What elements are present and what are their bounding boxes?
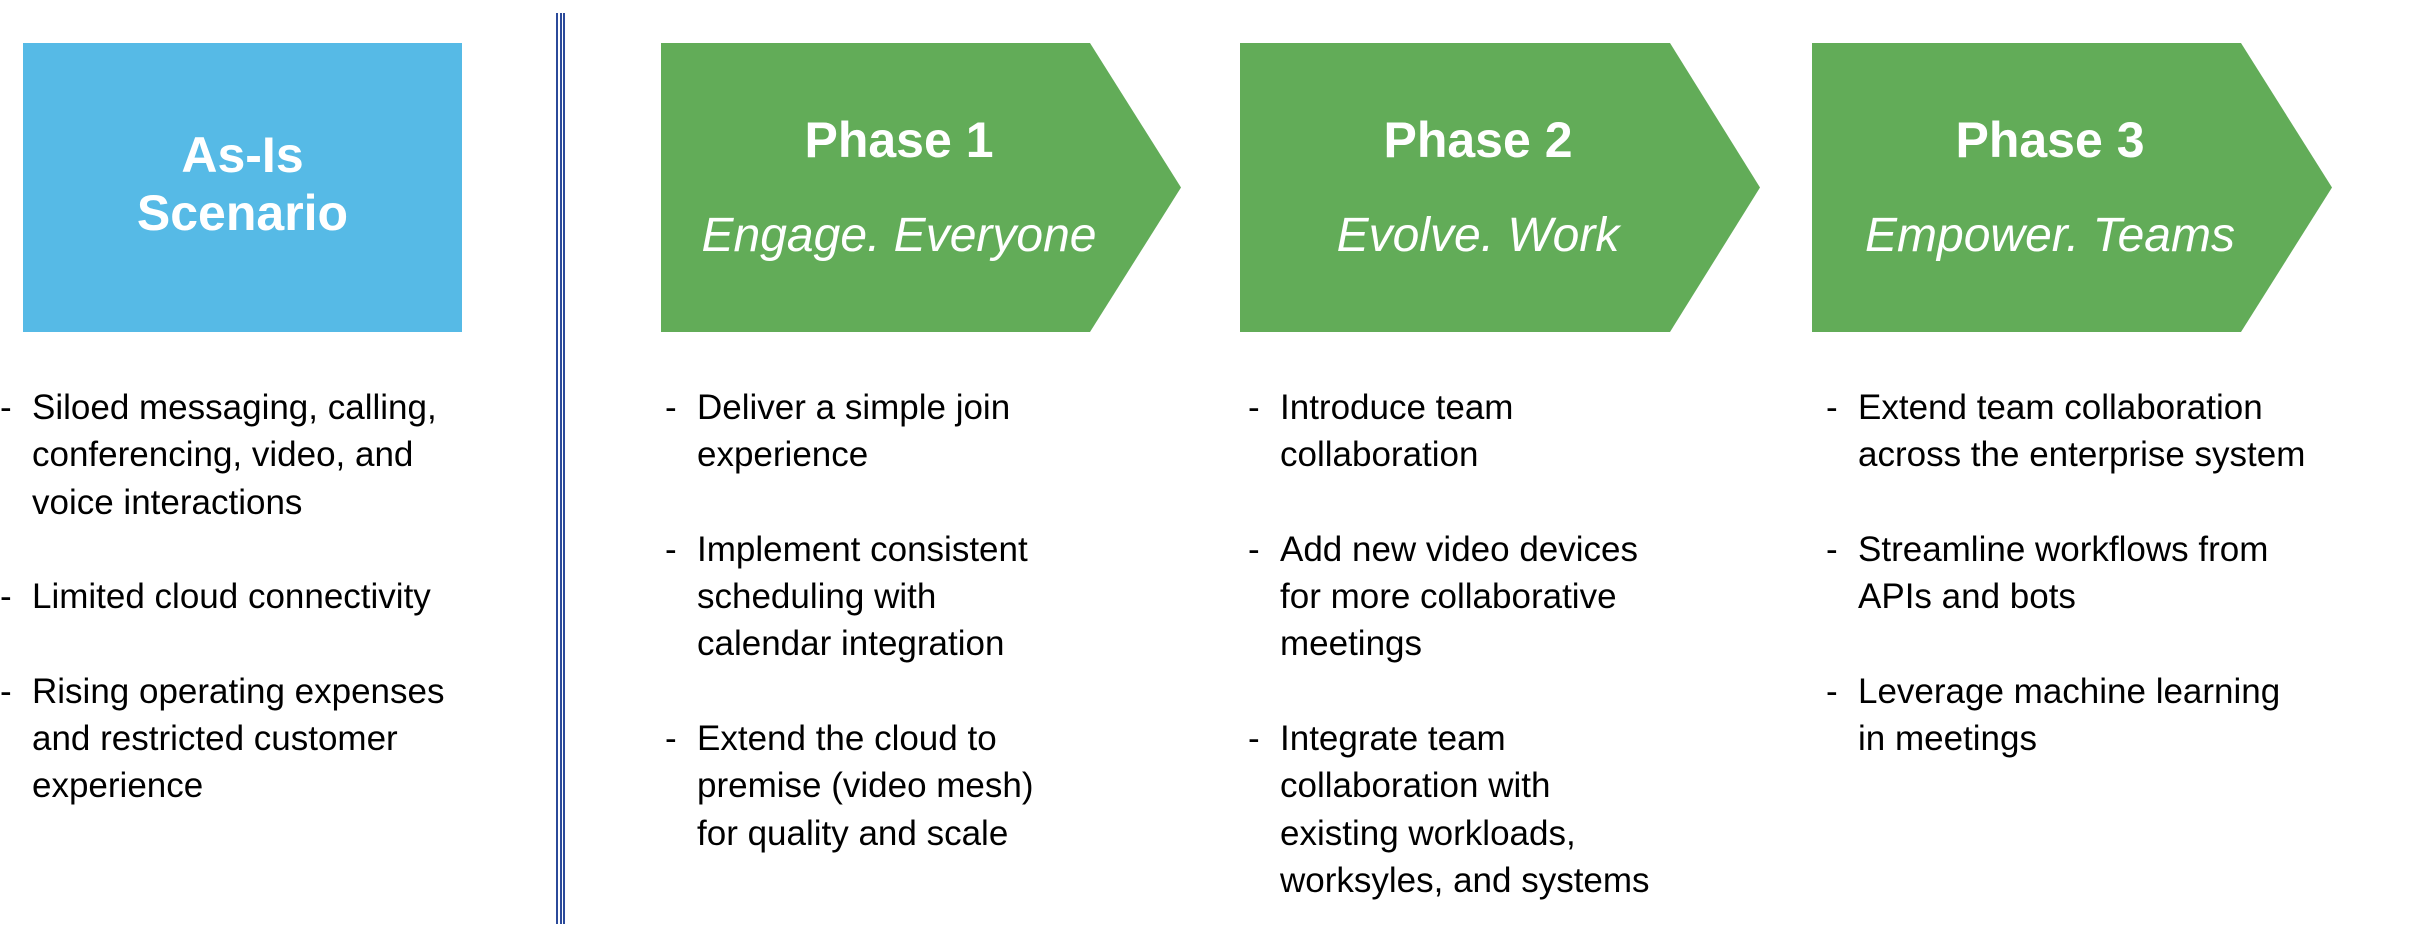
bullet-text-line: collaboration: [1280, 435, 1479, 475]
bullet-item: -Leverage machine learning in meetings: [1826, 668, 2305, 763]
bullet-text-line: experience: [32, 766, 204, 806]
bullet-dash: -: [1248, 388, 1260, 427]
bullet-dash: -: [0, 671, 12, 711]
bullet-dash: -: [1826, 388, 1838, 427]
bullet-text-line: Add new video devices: [1280, 529, 1638, 569]
as-is-title-line: As-Is: [181, 126, 304, 183]
bullet-text-line: meetings: [1280, 624, 1423, 664]
bullet-item: -Introduce team collaboration: [1248, 384, 1650, 479]
phase-1-chevron: Phase 1 Engage. Everyone: [661, 43, 1181, 332]
bullet-text-line: Limited cloud connectivity: [32, 577, 431, 617]
bullet-dash: -: [0, 577, 12, 617]
bullet-text-line: premise (video mesh): [697, 766, 1034, 806]
phase-3-title: Phase 3: [1955, 111, 2145, 168]
phase-3-subtitle: Empower. Teams: [1865, 208, 2235, 262]
bullet-text-line: Introduce team: [1280, 388, 1514, 427]
bullet-text-line: collaboration with: [1280, 766, 1551, 806]
bullet-text-line: APIs and bots: [1858, 577, 2076, 617]
chevron-arrow-shape: [1240, 43, 1760, 332]
as-is-bullet-list: -Siloed messaging, calling,conferencing,…: [0, 384, 444, 857]
bullet-item: -Add new video devices for more collabora…: [1248, 526, 1650, 668]
bullet-text-line: Deliver a simple join: [697, 388, 1011, 427]
bullet-item: -Implement consistent scheduling with cale…: [665, 526, 1034, 668]
phase-3-chevron: Phase 3 Empower. Teams: [1812, 43, 2332, 332]
bullet-text-line: Integrate team: [1280, 719, 1506, 759]
bullet-text-line: and restricted customer: [32, 719, 398, 759]
bullet-text-line: calendar integration: [697, 624, 1005, 664]
bullet-dash: -: [1826, 671, 1838, 711]
phase-1-title: Phase 1: [804, 111, 994, 168]
bullet-dash: -: [665, 388, 677, 427]
bullet-text-line: across the enterprise system: [1858, 435, 2306, 475]
bullet-text-line: worksyles, and systems: [1280, 860, 1650, 900]
bullet-text-line: Extend team collaboration: [1858, 388, 2263, 427]
bullet-text-line: for more collaborative: [1280, 577, 1617, 617]
bullet-text-line: Siloed messaging, calling,: [32, 388, 437, 427]
vertical-divider: [556, 13, 565, 924]
bullet-text-line: Rising operating expenses: [32, 671, 445, 711]
bullet-dash: -: [1826, 529, 1838, 569]
bullet-text-line: scheduling with: [697, 577, 937, 617]
bullet-text-line: voice interactions: [32, 482, 303, 522]
bullet-dash: -: [0, 388, 12, 427]
bullet-item: -Extend team collaboration across the ent…: [1826, 384, 2305, 479]
bullet-text-line: Implement consistent: [697, 529, 1028, 569]
bullet-dash: -: [1248, 719, 1260, 759]
bullet-item: -Deliver a simple join experience: [665, 384, 1034, 479]
bullet-item: -Extend the cloud to premise (video mesh)…: [665, 715, 1034, 857]
phase-2-chevron: Phase 2 Evolve. Work: [1240, 43, 1760, 332]
bullet-text-line: Leverage machine learning: [1858, 671, 2281, 711]
as-is-scenario-box: As-Is Scenario: [23, 43, 462, 332]
bullet-item: -Rising operating expenses and restricted…: [0, 668, 444, 810]
bullet-text-line: Streamline workflows from: [1858, 529, 2269, 569]
bullet-item: -Siloed messaging, calling, conferencing,…: [0, 384, 444, 526]
chevron-arrow-shape: [661, 43, 1181, 332]
phase-1-subtitle: Engage. Everyone: [701, 208, 1097, 262]
phase-2-subtitle: Evolve. Work: [1336, 208, 1620, 262]
phase-2-title: Phase 2: [1383, 111, 1573, 168]
bullet-text-line: experience: [697, 435, 869, 475]
bullet-item: -Limited cloud connectivity: [0, 573, 444, 620]
as-is-title-line: Scenario: [136, 184, 349, 241]
bullet-text-line: for quality and scale: [697, 813, 1009, 853]
bullet-dash: -: [1248, 529, 1260, 569]
bullet-text-line: in meetings: [1858, 719, 2037, 759]
bullet-text-line: Extend the cloud to: [697, 719, 997, 759]
bullet-text-line: existing workloads,: [1280, 813, 1576, 853]
bullet-text-line: conferencing, video, and: [32, 435, 414, 475]
bullet-item: -Integrate team collaboration with existin…: [1248, 715, 1650, 904]
as-is-title: As-Is Scenario: [137, 126, 348, 242]
bullet-dash: -: [665, 529, 677, 569]
bullet-dash: -: [665, 719, 677, 759]
chevron-arrow-shape: [1812, 43, 2332, 332]
